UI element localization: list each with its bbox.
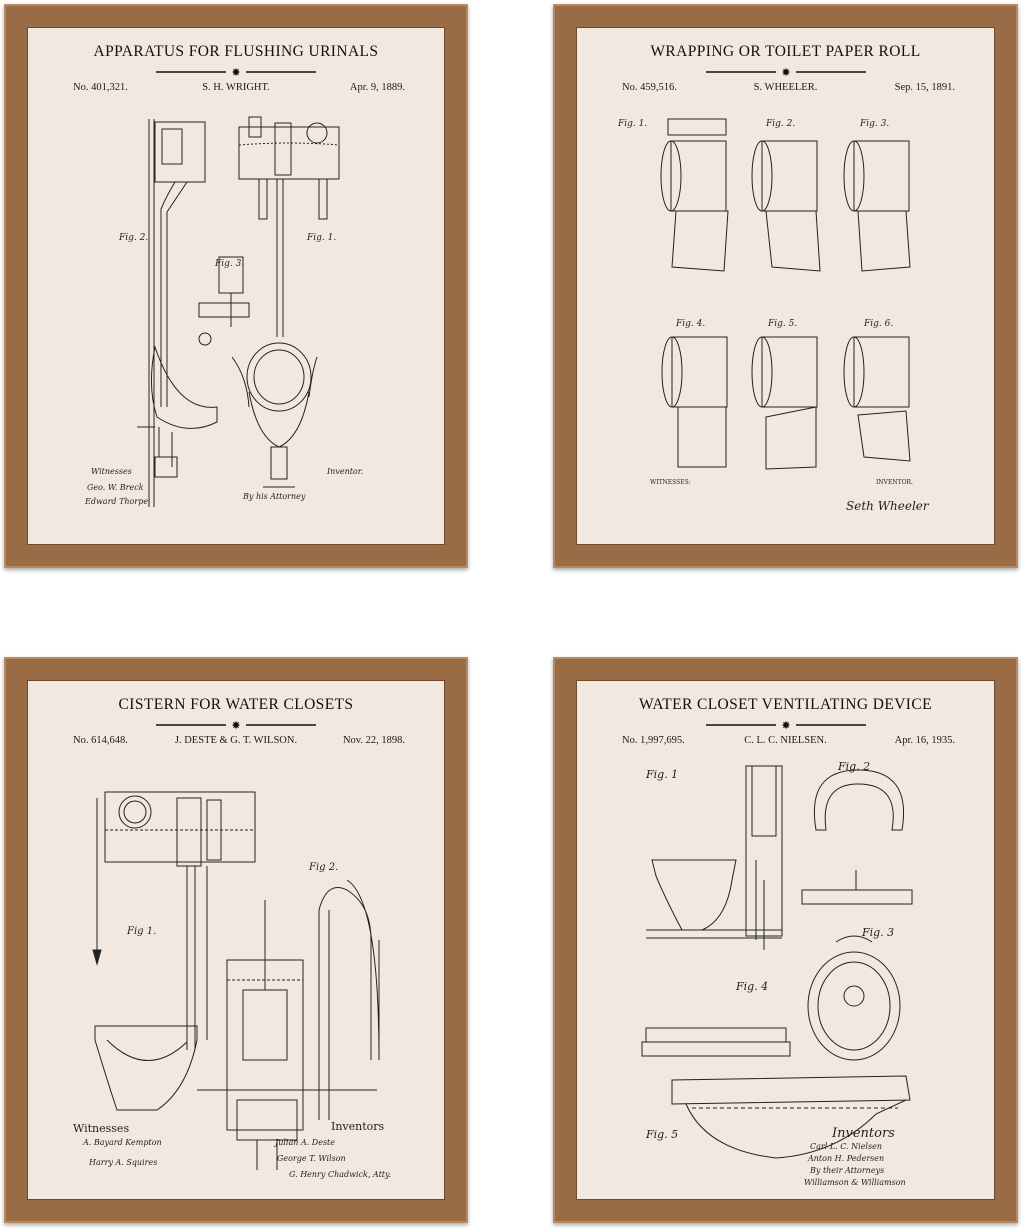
attorney-signature: By his Attorney: [243, 492, 306, 501]
inventors-label: Inventors: [331, 1120, 385, 1133]
poster-cistern-water-closets: CISTERN FOR WATER CLOSETS ✸ No. 614,648.…: [4, 657, 468, 1223]
inventors-label: Inventors: [832, 1126, 895, 1141]
patent-number: No. 459,516.: [622, 82, 677, 93]
fig-label: Fig. 5: [646, 1128, 679, 1141]
fig-label: Fig. 5.: [768, 319, 798, 329]
witnesses-label: Witnesses: [73, 1122, 130, 1135]
witness-signature: Witnesses: [91, 467, 132, 476]
fig-label: Fig. 2: [838, 760, 871, 773]
inventor-signature: Anton H. Pedersen: [808, 1154, 885, 1163]
patent-number: No. 401,321.: [73, 82, 128, 93]
fig-label: Fig. 2.: [119, 233, 149, 243]
poster-title: APPARATUS FOR FLUSHING URINALS: [93, 43, 379, 60]
ornament-divider: ✸: [156, 67, 316, 77]
cistern-patent-drawing: [92, 791, 380, 1170]
patent-number: No. 614,648.: [73, 735, 128, 746]
fig-label: Fig. 4.: [676, 319, 706, 329]
patent-meta: No. 459,516. S. WHEELER. Sep. 15, 1891.: [576, 82, 995, 96]
ventilating-device-patent-drawing: [641, 765, 913, 1159]
ornament-divider: ✸: [156, 720, 316, 730]
poster-flushing-urinals: APPARATUS FOR FLUSHING URINALS ✸ No. 401…: [4, 4, 468, 568]
fig-label: Fig. 6.: [864, 319, 894, 329]
fig-label: Fig 1.: [127, 926, 157, 937]
patent-meta: No. 614,648. J. DESTE & G. T. WILSON. No…: [27, 735, 445, 749]
attorney-signature: Williamson & Williamson: [804, 1178, 906, 1187]
patent-inventor: S. WHEELER.: [753, 82, 818, 93]
patent-date: Sep. 15, 1891.: [894, 82, 955, 93]
svg-text:✸: ✸: [231, 720, 240, 730]
inventor-signature: Carl L. C. Nielsen: [810, 1142, 882, 1151]
poster-title: CISTERN FOR WATER CLOSETS: [118, 696, 354, 713]
fig-label: Fig. 1: [646, 768, 679, 781]
patent-meta: No. 1,997,695. C. L. C. NIELSEN. Apr. 16…: [576, 735, 995, 749]
poster-title: WATER CLOSET VENTILATING DEVICE: [639, 696, 932, 713]
inventor-signature: Seth Wheeler: [846, 499, 929, 513]
poster-toilet-paper-roll: WRAPPING OR TOILET PAPER ROLL ✸ No. 459,…: [553, 4, 1018, 568]
patent-inventor: C. L. C. NIELSEN.: [744, 735, 827, 746]
fig-label: Fig. 1.: [307, 233, 337, 243]
patent-meta: No. 401,321. S. H. WRIGHT. Apr. 9, 1889.: [27, 82, 445, 96]
attorney-signature: G. Henry Chadwick, Atty.: [289, 1170, 391, 1179]
witness-signature: Geo. W. Breck: [87, 483, 144, 492]
attorney-signature: By their Attorneys: [810, 1166, 885, 1175]
paper-roll-patent-drawing: [660, 118, 911, 470]
patent-date: Nov. 22, 1898.: [342, 735, 405, 746]
witness-signature: Edward Thorpe: [85, 497, 149, 506]
svg-text:✸: ✸: [231, 67, 240, 77]
witnesses-label: WITNESSES:: [650, 479, 691, 486]
patent-inventor: S. H. WRIGHT.: [202, 82, 270, 93]
witness-signature: A. Bayard Kempton: [83, 1138, 162, 1147]
fig-label: Fig 2.: [309, 862, 339, 873]
fig-label: Fig. 1.: [618, 119, 648, 129]
witness-signature: Harry A. Squires: [89, 1158, 158, 1167]
ornament-divider: ✸: [705, 67, 866, 77]
patent-date: Apr. 16, 1935.: [894, 735, 955, 746]
inventor-signature: Inventor.: [327, 467, 364, 476]
poster-title: WRAPPING OR TOILET PAPER ROLL: [650, 43, 921, 60]
poster-water-closet-ventilating: WATER CLOSET VENTILATING DEVICE ✸ No. 1,…: [553, 657, 1018, 1223]
ornament-divider: ✸: [705, 720, 866, 730]
fig-label: Fig. 3: [862, 926, 895, 939]
svg-text:✸: ✸: [781, 67, 790, 77]
patent-number: No. 1,997,695.: [622, 735, 685, 746]
inventor-signature: George T. Wilson: [277, 1154, 346, 1163]
fig-label: Fig. 3.: [860, 119, 890, 129]
inventor-label: INVENTOR.: [876, 479, 913, 486]
inventor-signature: Julian A. Deste: [275, 1138, 336, 1147]
urinal-patent-drawing: [137, 116, 340, 507]
fig-label: Fig. 4: [736, 980, 769, 993]
patent-date: Apr. 9, 1889.: [349, 82, 405, 93]
fig-label: Fig. 3.: [215, 259, 245, 269]
patent-inventor: J. DESTE & G. T. WILSON.: [174, 735, 298, 746]
fig-label: Fig. 2.: [766, 119, 796, 129]
svg-text:✸: ✸: [781, 720, 790, 730]
